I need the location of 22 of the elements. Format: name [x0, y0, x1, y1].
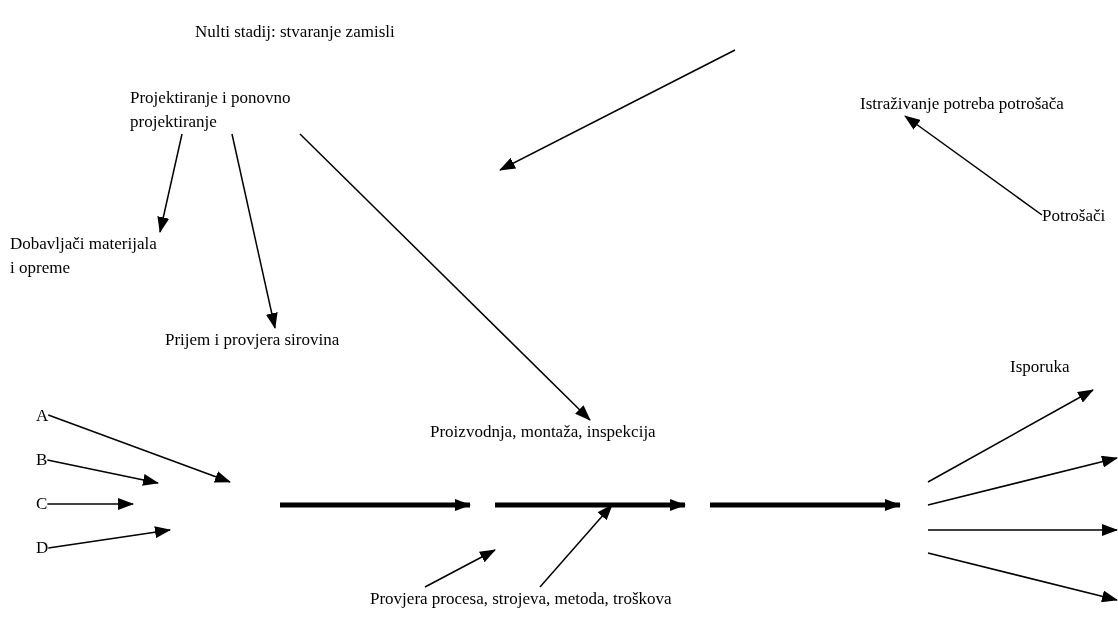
arrow: [46, 459, 159, 486]
arrow: [904, 115, 1043, 216]
stage-label: Nulti stadij: stvaranje zamisli: [195, 20, 395, 44]
input-letter: D: [36, 536, 49, 560]
arrow: [47, 526, 171, 549]
input-letter: C: [36, 492, 48, 516]
stage-label: Isporuka: [1010, 355, 1070, 379]
arrow: [46, 498, 134, 510]
arrow: [424, 549, 496, 588]
input-letter: B: [36, 448, 48, 472]
stage-label: Potrošači: [1042, 204, 1106, 228]
input-letter: A: [36, 404, 49, 428]
arrow: [47, 414, 231, 483]
stage-label: Provjera procesa, strojeva, metoda, troškova: [370, 587, 672, 611]
stage-label: Prijem i provjera sirovina: [165, 328, 340, 352]
stage-label: Dobavljači materijala i opreme: [10, 232, 160, 280]
arrow: [231, 133, 278, 329]
arrow: [157, 133, 183, 233]
arrow: [299, 133, 591, 421]
stage-label: Istraživanje potreba potrošača: [860, 92, 1064, 116]
stage-label: Projektiranje i ponovno projektiranje: [130, 86, 300, 134]
stage-label: Proizvodnja, montaža, inspekcija: [430, 420, 656, 444]
